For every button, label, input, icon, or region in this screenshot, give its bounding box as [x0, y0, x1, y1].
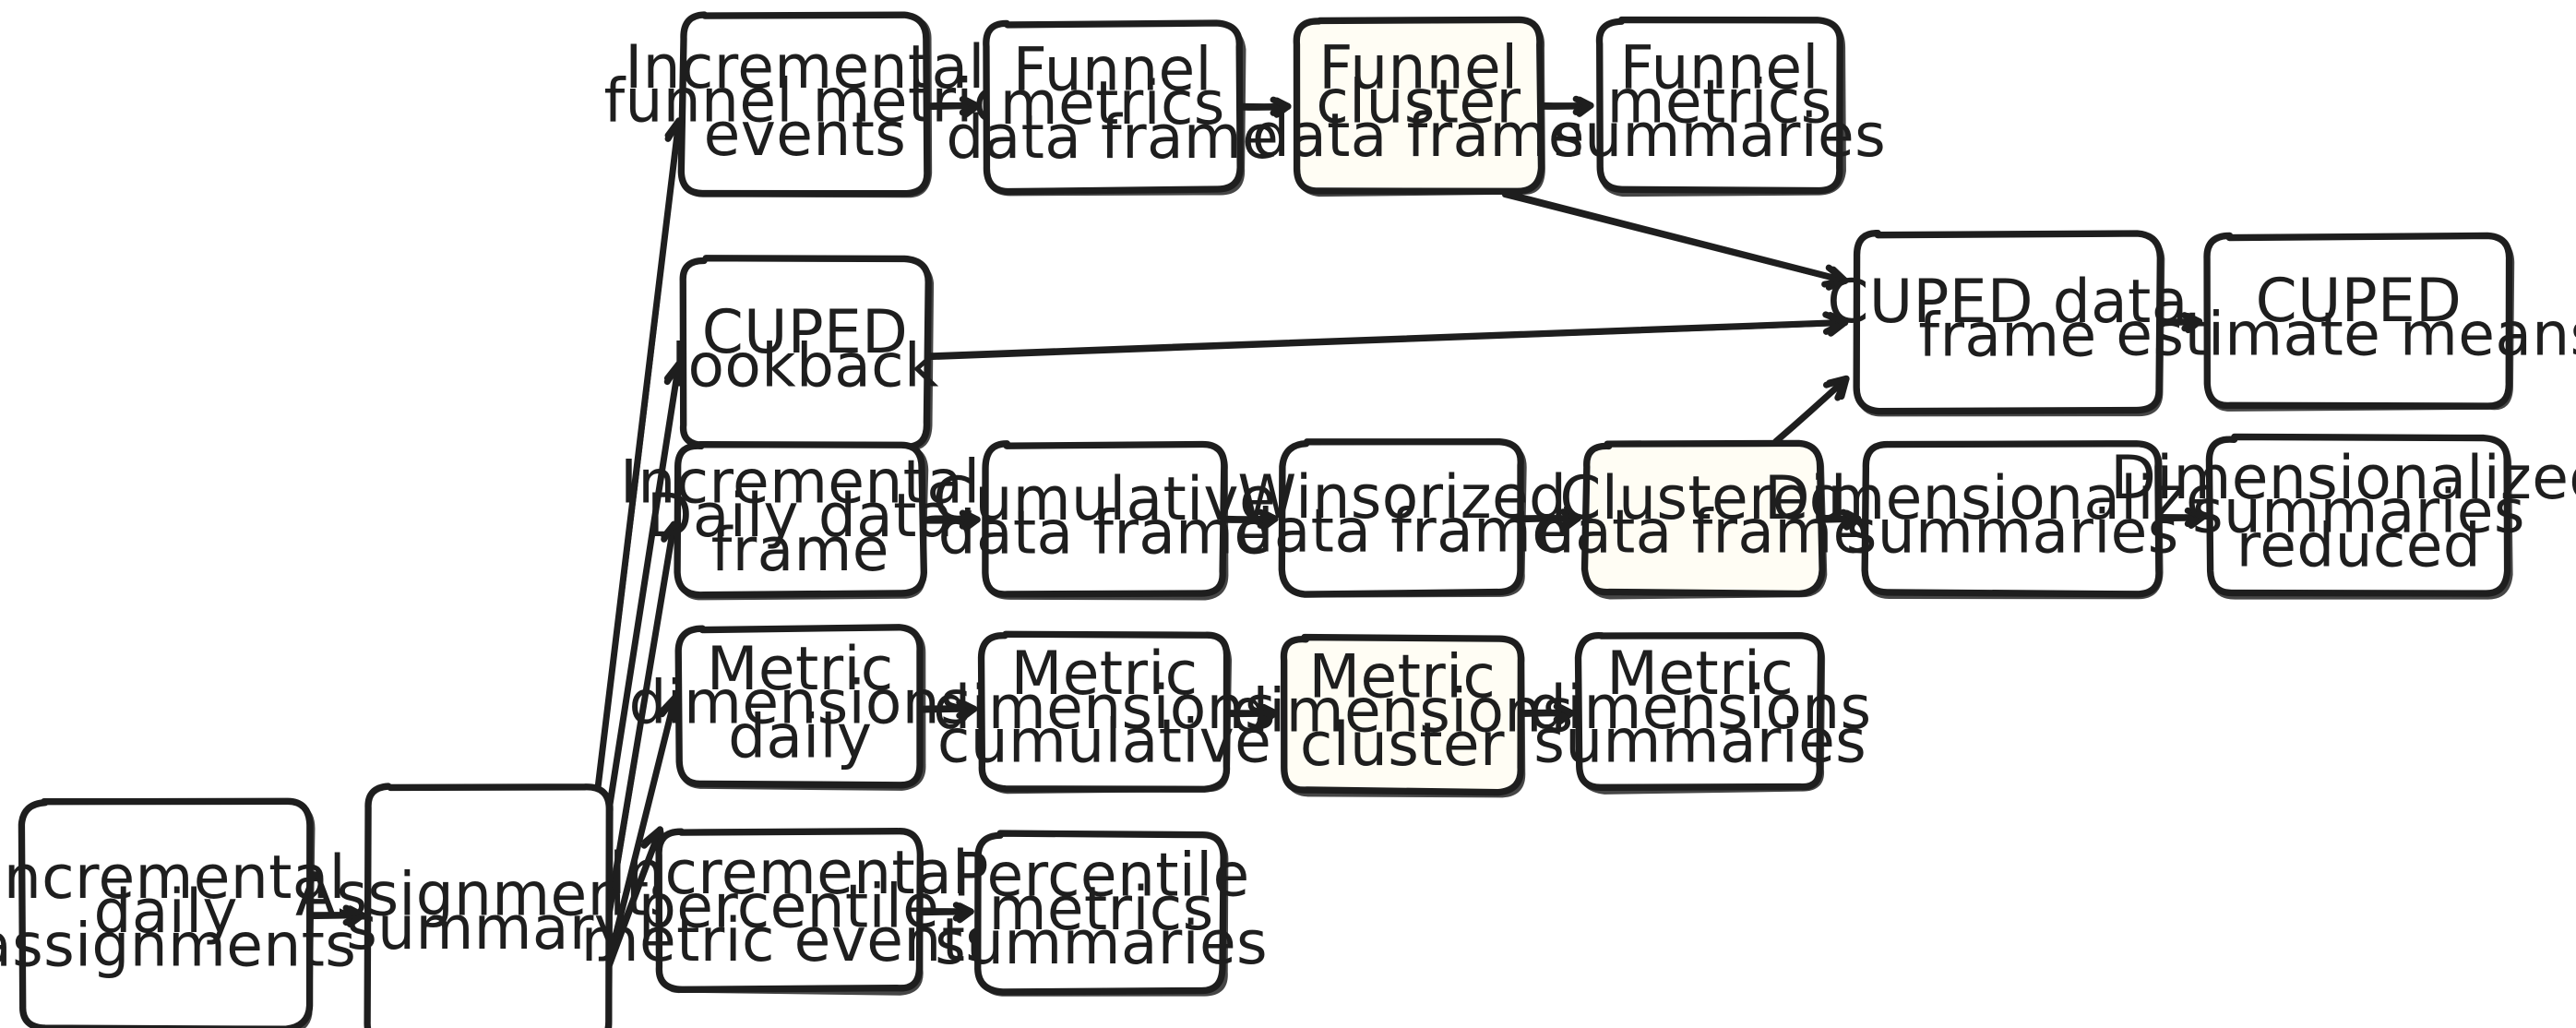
edge-line-ghost — [924, 320, 1849, 361]
arrow-head — [1556, 703, 1575, 725]
node-outline — [982, 440, 1228, 598]
edge-md-3 — [1518, 703, 1575, 725]
edges-layer — [305, 95, 2206, 1022]
arrow-head — [1827, 312, 1849, 337]
node-incremental-funnel-metric-events[interactable]: Incrementalfunnel metricevents — [603, 11, 1006, 198]
node-label-assignments-summary: Assignmentssummary — [295, 860, 681, 963]
node-label-incremental-daily-data-frame: IncrementalDaily dataframe — [620, 448, 980, 584]
node-label-metric-dimensions-cumulative: Metricdimensionscumulative — [933, 640, 1276, 776]
arrow-head — [2184, 312, 2203, 334]
node-metric-dimensions-cumulative[interactable]: Metricdimensionscumulative — [933, 630, 1276, 795]
arrow-head — [956, 902, 974, 924]
node-incremental-daily-assignments[interactable]: Incrementaldailyassignments — [0, 797, 356, 1028]
node-label-cuped-data-frame: CUPED dataframe — [1827, 267, 2188, 370]
arrow-head — [1260, 509, 1279, 531]
node-incremental-percentile-metric-events[interactable]: Incrementalpercentilemetric events — [581, 828, 996, 996]
node-outline — [2203, 232, 2513, 410]
edge-line-ghost — [1772, 377, 1849, 446]
node-incremental-daily-data-frame[interactable]: IncrementalDaily dataframe — [620, 440, 980, 601]
node-outline — [677, 11, 931, 197]
node-label-incremental-daily-assignments: Incrementaldailyassignments — [0, 843, 356, 980]
node-funnel-metrics-data-frame[interactable]: Funnelmetricsdata frame — [946, 19, 1279, 197]
node-outline — [1595, 16, 1843, 195]
node-label-funnel-metrics-data-frame: Funnelmetricsdata frame — [946, 35, 1279, 172]
arrow-head — [1563, 509, 1581, 531]
node-funnel-cluster-data-frame[interactable]: Funnelclusterdata frame — [1252, 16, 1585, 197]
node-outline — [674, 440, 927, 599]
node-metric-dimensions-daily[interactable]: Metricdimensionsdaily — [628, 624, 972, 791]
node-label-cuped-estimate-means: CUPEDestimate means — [2116, 267, 2576, 370]
edge-main-5 — [2155, 507, 2206, 529]
node-label-metric-dimensions-summaries: Metricdimensionssummaries — [1529, 640, 1872, 776]
node-label-winsorized-data-frame: Winsorizeddata frame — [1235, 463, 1568, 567]
arrow-head — [1825, 266, 1849, 291]
node-cuped-data-frame[interactable]: CUPED dataframe — [1827, 230, 2188, 417]
node-cumulative-data-frame[interactable]: Cumulativedata frame — [933, 440, 1276, 601]
node-label-funnel-metrics-summaries: Funnelmetricssummaries — [1553, 33, 1886, 170]
node-label-clustered-data-frame: Clustereddata frame — [1537, 463, 1870, 567]
edge-lookback-to-cuped — [924, 311, 1849, 361]
node-outline — [1574, 632, 1825, 791]
arrow-head — [1576, 96, 1594, 117]
arrow-head — [960, 699, 978, 721]
node-outline — [1853, 230, 2165, 415]
node-cuped-estimate-means[interactable]: CUPEDestimate means — [2116, 232, 2576, 412]
edge-to-incremental-daily — [605, 520, 683, 920]
node-outline — [2205, 433, 2511, 597]
edge-funnel-cluster-to-cuped — [1502, 190, 1849, 291]
node-dimensionalized-summaries-reduced[interactable]: Dimensionalizedsummariesreduced — [2110, 433, 2576, 600]
arrow-head — [1273, 97, 1292, 118]
node-funnel-metrics-summaries[interactable]: Funnelmetricssummaries — [1553, 16, 1886, 197]
node-outline — [1580, 439, 1826, 598]
node-label-incremental-funnel-metric-events: Incrementalfunnel metricevents — [603, 32, 1006, 169]
arrow-head — [1843, 509, 1862, 531]
edge-main-3 — [1518, 508, 1581, 531]
arrow-head — [1826, 375, 1850, 400]
node-outline — [983, 19, 1244, 196]
arrow-head — [962, 97, 981, 118]
node-clustered-data-frame[interactable]: Clustereddata frame — [1537, 439, 1870, 600]
node-label-cumulative-data-frame: Cumulativedata frame — [933, 464, 1276, 568]
node-outline — [674, 624, 924, 789]
node-winsorized-data-frame[interactable]: Winsorizeddata frame — [1235, 437, 1568, 598]
node-metric-dimensions-cluster[interactable]: Metricdimensionscluster — [1231, 633, 1574, 798]
node-label-incremental-percentile-metric-events: Incrementalpercentilemetric events — [581, 838, 996, 974]
node-label-cuped-lookback: CUPEDlookback — [671, 298, 939, 401]
nodes-layer: IncrementaldailyassignmentsAssignmentssu… — [0, 11, 2576, 1028]
node-outline — [974, 830, 1227, 996]
node-label-metric-dimensions-cluster: Metricdimensionscluster — [1231, 642, 1574, 779]
arrow-head — [962, 510, 981, 532]
node-label-dimensionalized-summaries: Dimensionalizedsummaries — [1764, 463, 2260, 567]
node-label-funnel-cluster-data-frame: Funnelclusterdata frame — [1252, 33, 1585, 170]
node-outline — [1278, 437, 1524, 598]
node-outline — [977, 630, 1231, 793]
arrow-head — [1260, 703, 1279, 725]
edge-line-ghost — [592, 119, 681, 810]
node-label-metric-dimensions-daily: Metricdimensionsdaily — [628, 635, 972, 771]
node-assignments-summary[interactable]: Assignmentssummary — [295, 783, 681, 1028]
node-dimensionalized-summaries[interactable]: Dimensionalizedsummaries — [1764, 440, 2260, 600]
edge-line-ghost — [599, 362, 682, 858]
node-metric-dimensions-summaries[interactable]: Metricdimensionssummaries — [1529, 632, 1872, 795]
edge-funnel-3 — [1537, 95, 1594, 117]
edge-line-ghost — [606, 522, 676, 920]
node-label-percentile-metrics-summaries: Percentilemetricssummaries — [935, 841, 1268, 977]
node-label-dimensionalized-summaries-reduced: Dimensionalizedsummariesreduced — [2110, 444, 2576, 580]
arrow-head — [346, 905, 366, 928]
node-cuped-lookback[interactable]: CUPEDlookback — [671, 255, 939, 452]
edge-clustered-to-cuped — [1772, 375, 1850, 446]
node-outline — [18, 797, 314, 1028]
arrow-head — [2188, 508, 2206, 529]
node-outline — [1293, 16, 1545, 196]
node-outline — [1861, 440, 2163, 598]
node-outline — [1280, 633, 1525, 796]
edge-line-ghost — [1502, 192, 1848, 284]
node-outline — [655, 828, 924, 993]
node-outline — [364, 783, 613, 1028]
node-percentile-metrics-summaries[interactable]: Percentilemetricssummaries — [935, 830, 1268, 997]
